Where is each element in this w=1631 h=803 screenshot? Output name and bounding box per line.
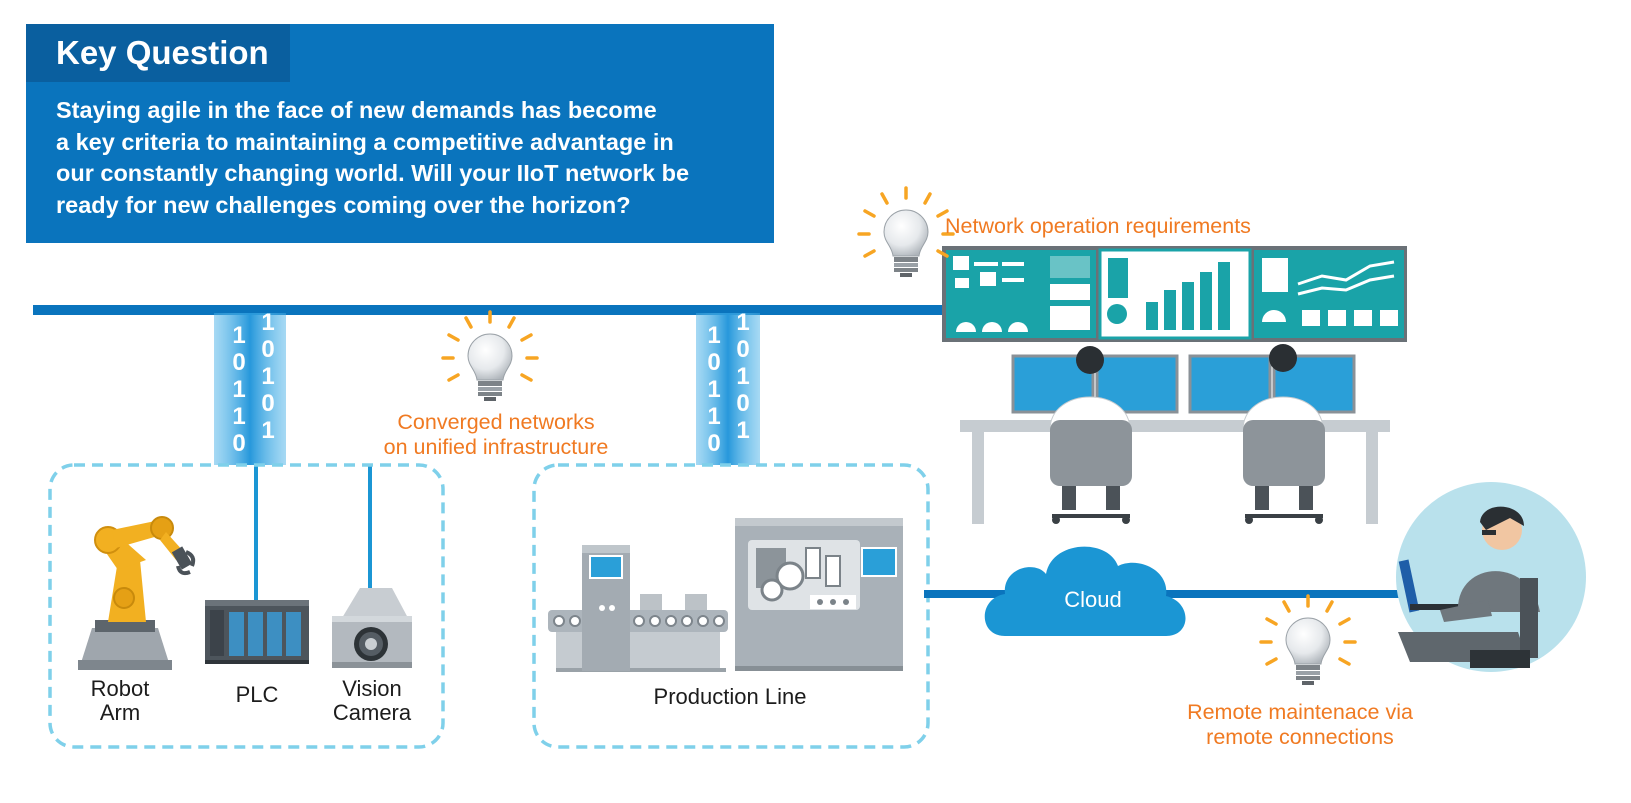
device-group-box [48,463,445,749]
network-backbone-line [33,305,953,315]
cloud-connection-line [924,590,1414,598]
production-group-box [532,463,930,749]
key-question-line: ready for new challenges coming over the… [56,191,631,218]
plc-icon [205,600,309,664]
lightbulb-icon [857,186,955,279]
binary-digit: 0 [736,390,749,417]
network-ops-callout: Network operation requirements [945,214,1251,238]
binary-digits-left: 1 0 1 1 0 1 0 1 0 1 [232,309,274,457]
key-question-title: Key Question [26,24,290,82]
robot-arm-label-line: Robot [90,676,150,701]
vision-camera-label-line: Camera [332,700,412,725]
binary-digit: 0 [736,336,749,363]
plc-connector-line [254,465,258,605]
binary-digit: 0 [707,349,720,376]
remote-callout-line: Remote maintenace via [1187,700,1413,724]
robot-arm-label-line: Arm [99,700,141,725]
binary-digit: 1 [261,363,274,390]
wall-monitors [942,246,1407,342]
binary-digit: 1 [261,309,274,336]
lightbulb-icon [1259,594,1357,687]
converged-callout: Converged networks on unified infrastruc… [356,410,636,460]
robot-arm-icon [78,516,196,670]
key-question-line: Staying agile in the face of new demands… [56,97,657,123]
remote-callout: Remote maintenace via remote connections [1150,700,1450,750]
key-question-line: a key criteria to maintaining a competit… [56,128,674,155]
binary-digit: 1 [707,322,720,349]
plc-label: PLC [235,682,279,707]
binary-digit: 1 [736,363,749,390]
binary-digit: 1 [736,309,749,336]
key-question-line: our constantly changing world. Will your… [56,160,690,186]
vision-camera-label-line: Vision [342,676,402,701]
converged-callout-line: on unified infrastructure [383,435,609,459]
binary-digit: 1 [232,322,245,349]
robot-arm-label: Robot Arm [70,677,170,725]
binary-digit: 0 [261,390,274,417]
binary-digit: 1 [707,376,720,403]
binary-digit: 1 [261,417,274,444]
remote-engineer-icon [1396,482,1586,672]
binary-digit: 0 [261,336,274,363]
binary-digit: 1 [232,376,245,403]
binary-data-beam-right [696,313,760,465]
binary-digits-right: 1 0 1 1 0 1 0 1 0 1 [707,309,749,457]
camera-connector-line [368,465,372,590]
binary-digit: 0 [232,430,245,457]
remote-callout-line: remote connections [1206,725,1394,749]
binary-digit: 0 [707,430,720,457]
lightbulb-icon [441,310,539,403]
binary-digit: 0 [232,349,245,376]
vision-camera-label: Vision Camera [322,677,422,725]
production-line-icon [548,518,903,672]
cloud-label: Cloud [1064,587,1121,612]
binary-digit: 1 [707,403,720,430]
cloud-icon [984,546,1186,636]
control-room-operators [960,344,1390,524]
binary-digit: 1 [232,403,245,430]
binary-data-beam-left [214,313,286,465]
binary-digit: 1 [736,417,749,444]
key-question-body: Staying agile in the face of new demands… [56,95,756,221]
vision-camera-icon [332,588,412,668]
converged-callout-line: Converged networks [397,410,595,434]
production-line-label: Production Line [653,684,807,709]
